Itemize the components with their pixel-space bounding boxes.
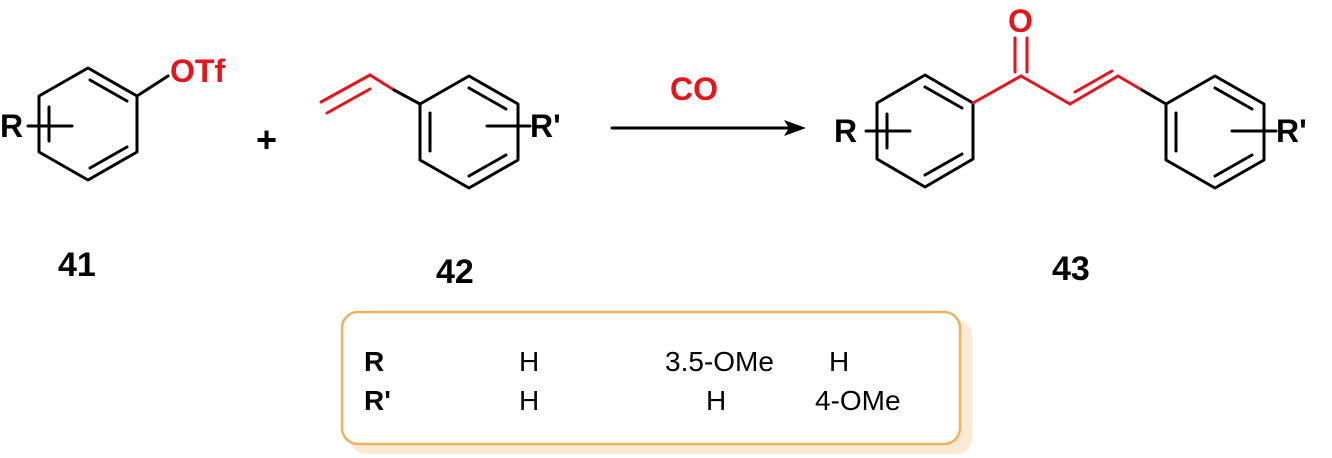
carbonyl-to-alkene-bond (1019, 74, 1072, 106)
alkene-bond (1068, 74, 1120, 106)
otf-label: OTf (170, 53, 225, 89)
r-prime-label-42: R' (530, 108, 561, 144)
arrow-head (784, 120, 806, 136)
table-row-label: R' (364, 385, 391, 416)
aromatic-double-bond (88, 78, 129, 103)
aromatic-double-bond (1213, 86, 1254, 111)
aromatic-double-bond (923, 85, 964, 110)
compound-number-41: 41 (58, 246, 96, 284)
table-cell: H (519, 346, 539, 377)
carbonyl-oxygen-label: O (1008, 3, 1033, 39)
reagent-co-label: CO (670, 71, 718, 107)
r-prime-label-43: R' (1276, 113, 1307, 149)
vinyl-to-ring-bond-black (392, 88, 422, 106)
alkene-to-ring-bond (1116, 74, 1144, 92)
aromatic-double-bond (1213, 153, 1254, 178)
r-label-43: R (834, 113, 857, 149)
table-cell: 3.5-OMe (665, 346, 774, 377)
vinyl-to-ring-bond (368, 73, 396, 92)
table-cell: H (519, 385, 539, 416)
aromatic-double-bond (88, 145, 129, 170)
compound-43-structure: R O R' (834, 3, 1307, 190)
table-cell: H (706, 385, 726, 416)
ring-to-otf-bond (135, 74, 170, 98)
substituent-table: R H 3.5-OMe H R' H H 4-OMe (340, 310, 972, 454)
compound-number-43: 43 (1052, 250, 1090, 288)
table-cell: H (829, 346, 849, 377)
ring-to-carbonyl-bond (971, 74, 1023, 105)
vinyl-double-bond (325, 87, 372, 115)
vinyl-bond (319, 73, 372, 104)
benzene-ring-41 (37, 66, 139, 182)
compound-42-structure: R' (319, 73, 561, 190)
table-box (340, 310, 962, 446)
plus-sign: + (256, 119, 277, 160)
compound-41-structure: R OTf (0, 53, 225, 182)
alkene-double-bond (1073, 69, 1114, 94)
benzene-ring-42 (418, 74, 520, 190)
table-row-label: R (364, 346, 384, 377)
table-cell: 4-OMe (815, 385, 901, 416)
benzene-ring-43-right (1164, 74, 1266, 190)
compound-number-42: 42 (436, 253, 474, 291)
aromatic-double-bond (923, 152, 964, 177)
aromatic-double-bond (467, 86, 508, 111)
r-label-41: R (0, 108, 23, 144)
aromatic-double-bond (467, 153, 508, 178)
reaction-arrow (610, 120, 806, 136)
alkene-to-ring-bond-black (1140, 88, 1168, 106)
